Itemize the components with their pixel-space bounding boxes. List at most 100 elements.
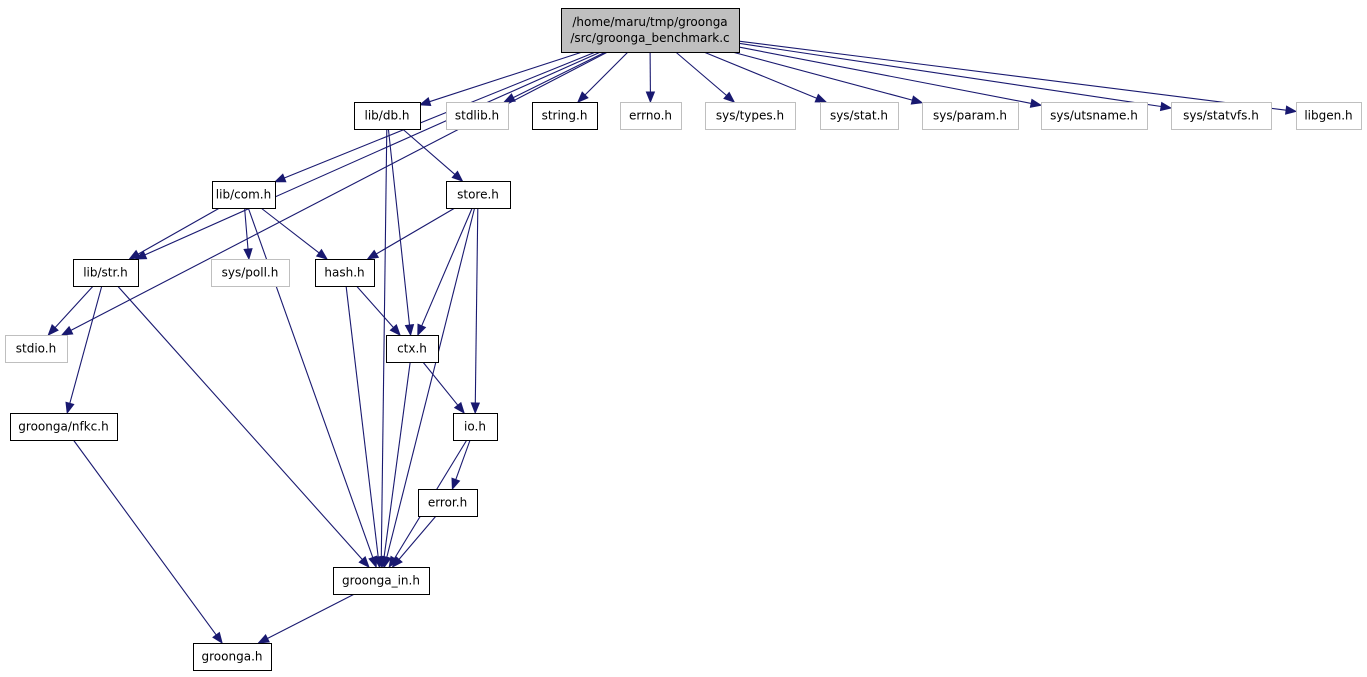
arrowhead-icon: [1029, 98, 1043, 108]
edge-hash-to-ctx: [356, 285, 401, 337]
edge-root-to-str: [134, 51, 601, 260]
node-com[interactable]: lib/com.h: [212, 181, 276, 209]
arrowhead-icon: [577, 91, 589, 103]
node-box: [1171, 102, 1272, 130]
node-label: string.h: [542, 109, 588, 123]
node-label: libgen.h: [1304, 109, 1352, 123]
edge-root-to-errno: [645, 51, 656, 104]
edge-root-to-sysstatvfs: [738, 42, 1173, 112]
node-box: [532, 102, 598, 130]
node-box: [561, 8, 740, 53]
node-box: [354, 102, 421, 130]
node-stdio: stdio.h: [5, 335, 68, 363]
arrowhead-icon: [910, 95, 924, 105]
node-groonga[interactable]: groonga.h: [193, 643, 272, 671]
arrowhead-icon: [379, 556, 389, 569]
node-box: [820, 102, 899, 130]
arrowhead-icon: [1159, 101, 1173, 112]
node-store[interactable]: store.h: [446, 181, 511, 209]
node-label: stdlib.h: [455, 109, 499, 123]
arrowhead-icon: [128, 249, 141, 260]
arrowhead-icon: [366, 249, 380, 260]
edge-root-to-libgen: [738, 40, 1298, 115]
node-hash[interactable]: hash.h: [315, 259, 375, 287]
edge-root-to-sysparam: [732, 51, 924, 105]
edge-com-to-str: [128, 207, 220, 260]
edge-groonga_in-to-groonga: [257, 593, 355, 644]
edge-error-to-groonga_in: [391, 515, 437, 569]
node-label: error.h: [428, 496, 467, 510]
node-sysutsname: sys/utsname.h: [1041, 102, 1148, 130]
node-string[interactable]: string.h: [532, 102, 598, 130]
edge-str-to-nfkc: [65, 285, 103, 415]
node-stdlib: stdlib.h: [446, 102, 509, 130]
edge-store-to-io: [470, 207, 481, 415]
edge-store-to-hash: [366, 207, 456, 260]
node-root[interactable]: /home/maru/tmp/groonga/src/groonga_bench…: [561, 8, 740, 53]
edge-com-to-hash: [260, 207, 329, 260]
edge-db-to-store: [402, 128, 464, 182]
edge-root-to-db: [418, 51, 583, 107]
node-label: /home/maru/tmp/groonga: [572, 15, 727, 29]
edges-layer: [47, 40, 1298, 645]
node-label: sys/statvfs.h: [1183, 109, 1259, 123]
arrowhead-icon: [404, 324, 415, 337]
node-label: stdio.h: [16, 342, 56, 356]
edge-str-to-groonga_in: [117, 285, 370, 569]
node-libgen: libgen.h: [1296, 102, 1362, 130]
edge-root-to-stdio: [60, 51, 608, 336]
node-box: [1296, 102, 1362, 130]
arrowhead-icon: [470, 402, 481, 415]
node-label: sys/types.h: [716, 109, 784, 123]
edge-db-to-groonga_in: [376, 128, 388, 569]
node-box: [922, 102, 1019, 130]
edge-ctx-to-io: [422, 361, 465, 415]
arrowhead-icon: [65, 401, 75, 415]
arrowhead-icon: [451, 477, 461, 491]
node-systypes: sys/types.h: [705, 102, 796, 130]
node-box: [386, 335, 439, 363]
arrowhead-icon: [373, 556, 383, 569]
node-box: [211, 259, 290, 287]
node-box: [446, 102, 509, 130]
node-label: sys/stat.h: [830, 109, 888, 123]
node-io[interactable]: io.h: [453, 413, 498, 441]
edge-str-to-stdio: [47, 285, 94, 336]
node-label: sys/param.h: [933, 109, 1007, 123]
node-box: [73, 259, 139, 287]
node-error[interactable]: error.h: [418, 489, 478, 517]
node-sysstatvfs: sys/statvfs.h: [1171, 102, 1272, 130]
arrowhead-icon: [315, 248, 329, 260]
arrowhead-icon: [273, 173, 287, 183]
node-nfkc[interactable]: groonga/nfkc.h: [10, 413, 118, 441]
node-label: /src/groonga_benchmark.c: [570, 31, 729, 45]
node-label: groonga_in.h: [342, 574, 420, 588]
node-box: [10, 413, 118, 441]
edge-root-to-com: [273, 51, 596, 183]
arrowhead-icon: [451, 170, 464, 182]
arrowhead-icon: [358, 556, 370, 569]
edge-db-to-ctx: [387, 128, 415, 337]
edge-store-to-ctx: [417, 207, 473, 337]
node-groonga_in[interactable]: groonga_in.h: [333, 567, 430, 595]
arrowhead-icon: [257, 634, 270, 644]
arrowhead-icon: [723, 91, 736, 103]
node-label: sys/poll.h: [222, 266, 279, 280]
node-str[interactable]: lib/str.h: [73, 259, 139, 287]
node-sysparam: sys/param.h: [922, 102, 1019, 130]
node-syspoll: sys/poll.h: [211, 259, 290, 287]
node-label: lib/com.h: [216, 188, 271, 202]
node-label: groonga/nfkc.h: [18, 420, 108, 434]
node-box: [453, 413, 498, 441]
edge-root-to-stdlib: [503, 51, 606, 103]
node-db[interactable]: lib/db.h: [354, 102, 421, 130]
edge-nfkc-to-groonga: [72, 439, 223, 645]
node-box: [5, 335, 68, 363]
edge-io-to-error: [451, 439, 471, 491]
node-box: [315, 259, 375, 287]
arrowhead-icon: [243, 248, 253, 261]
arrowhead-icon: [212, 631, 223, 645]
edge-ctx-to-groonga_in: [379, 361, 411, 569]
node-ctx[interactable]: ctx.h: [386, 335, 439, 363]
